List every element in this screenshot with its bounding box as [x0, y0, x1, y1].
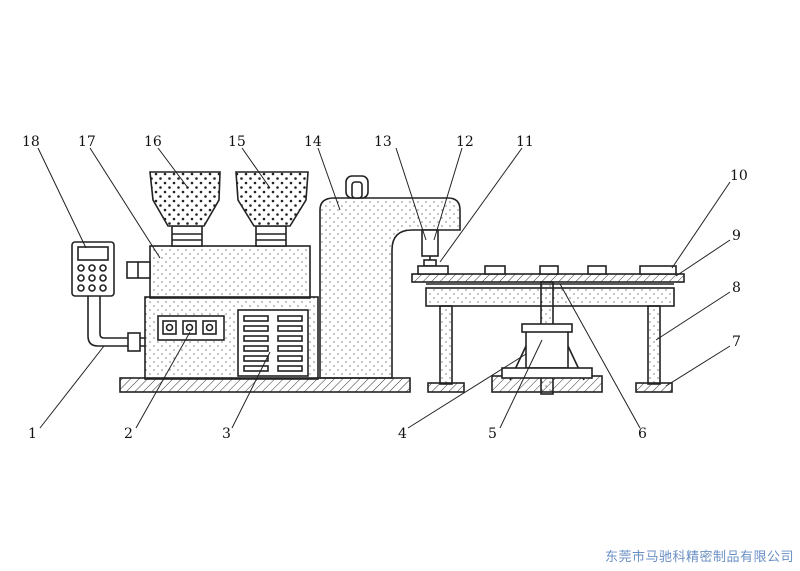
machine-upper-body	[149, 245, 311, 299]
fixture-block	[484, 265, 506, 275]
hand-controller	[71, 241, 115, 297]
label-15: 15	[228, 134, 246, 150]
label-5: 5	[488, 426, 497, 442]
control-button	[182, 320, 197, 335]
label-12: 12	[456, 134, 474, 150]
leg-foot-left	[427, 382, 465, 393]
label-18: 18	[22, 134, 40, 150]
label-8: 8	[732, 280, 741, 296]
label-6: 6	[638, 426, 647, 442]
label-17: 17	[78, 134, 96, 150]
button-panel	[157, 315, 225, 341]
watermark: 东莞市马驰科精密制品有限公司	[604, 550, 794, 565]
table-top	[411, 273, 685, 283]
label-14: 14	[304, 134, 322, 150]
hopper-right	[235, 171, 309, 227]
table-leg-left	[439, 305, 453, 385]
label-2: 2	[124, 426, 133, 442]
label-10: 10	[730, 168, 748, 184]
table-leg-right	[647, 305, 661, 385]
label-16: 16	[144, 134, 162, 150]
label-1: 1	[28, 426, 37, 442]
workpiece-10	[639, 265, 677, 275]
fixture-block	[539, 265, 559, 275]
control-button	[202, 320, 217, 335]
label-4: 4	[398, 426, 407, 442]
controller-screen	[77, 246, 109, 261]
label-11: 11	[516, 134, 534, 150]
control-button	[162, 320, 177, 335]
label-9: 9	[732, 228, 741, 244]
fixture-block	[587, 265, 607, 275]
vent-slots	[243, 315, 303, 372]
lift-cylinder	[525, 329, 569, 369]
fixture-block	[417, 265, 449, 275]
label-3: 3	[222, 426, 231, 442]
label-7: 7	[732, 334, 741, 350]
press-column	[319, 197, 461, 379]
hopper-neck-left	[171, 225, 203, 247]
hopper-left	[149, 171, 221, 227]
controller-keys	[77, 264, 107, 292]
leader-lines	[37, 147, 731, 429]
press-tip	[423, 259, 437, 267]
label-13: 13	[374, 134, 392, 150]
hopper-neck-right	[255, 225, 287, 247]
controller-cable	[87, 296, 145, 347]
leg-foot-right	[635, 382, 673, 393]
